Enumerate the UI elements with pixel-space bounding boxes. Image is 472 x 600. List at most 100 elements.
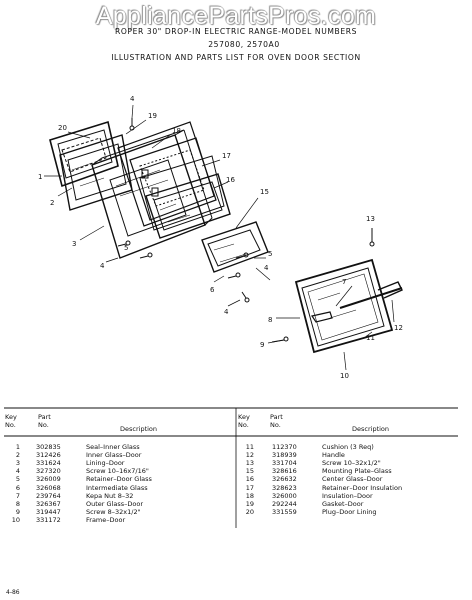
callout: 15 bbox=[260, 188, 269, 196]
part-plug-door-lining bbox=[49, 120, 119, 188]
callout: 1 bbox=[38, 173, 42, 181]
description-cell: Inner Glass–Door bbox=[86, 451, 142, 460]
part-cell: 331172 bbox=[36, 515, 61, 524]
key-cell: 13 bbox=[245, 459, 254, 468]
part-door-insulation bbox=[129, 137, 215, 221]
part-retainer-insulation bbox=[139, 155, 225, 231]
key-cell: 20 bbox=[245, 507, 254, 516]
part-cell: 319447 bbox=[36, 507, 61, 516]
callout: 4 bbox=[264, 264, 269, 272]
key-cell: 18 bbox=[245, 491, 254, 500]
callout: 5 bbox=[124, 244, 128, 252]
description-cell: Kepa Nut 8–32 bbox=[86, 491, 134, 500]
key-cell: 15 bbox=[245, 467, 254, 476]
part-cell: 331704 bbox=[272, 459, 297, 468]
part-mounting-plate bbox=[201, 221, 269, 273]
description-cell: Outer Glass–Door bbox=[86, 499, 144, 508]
key-cell: 16 bbox=[245, 475, 254, 484]
callout: 4 bbox=[100, 262, 105, 270]
key-cell: 12 bbox=[245, 451, 254, 460]
part-cell: 318939 bbox=[272, 451, 297, 460]
callout: 13 bbox=[366, 215, 375, 223]
description-cell: Plug–Door Lining bbox=[322, 507, 377, 516]
part-cell: 328623 bbox=[272, 483, 297, 492]
callout: 3 bbox=[72, 240, 76, 248]
description-cell: Lining–Door bbox=[86, 459, 125, 468]
part-cell: 326632 bbox=[272, 475, 297, 484]
callout: 19 bbox=[148, 112, 157, 120]
part-cell: 292244 bbox=[272, 499, 297, 508]
description-cell: Handle bbox=[322, 451, 345, 460]
callout: 20 bbox=[58, 124, 67, 132]
part-door-frame bbox=[294, 258, 403, 354]
part-cell: 326009 bbox=[36, 475, 61, 484]
key-cell: 1 bbox=[15, 443, 20, 451]
part-cell: 302835 bbox=[36, 443, 61, 451]
callout: 18 bbox=[172, 127, 181, 135]
handle-bar bbox=[339, 287, 403, 309]
description-cell: Cushion (3 Req) bbox=[322, 443, 374, 451]
key-cell: 3 bbox=[15, 459, 20, 468]
callout: 7 bbox=[342, 278, 346, 286]
callout: 2 bbox=[50, 199, 54, 207]
part-cell: 326068 bbox=[36, 483, 61, 492]
key-cell: 6 bbox=[15, 483, 20, 492]
watermark: AppliancePartsPros.com bbox=[95, 2, 377, 30]
key-cell: 2 bbox=[15, 451, 20, 460]
part-cell: 327320 bbox=[36, 467, 61, 476]
part-cell: 331559 bbox=[272, 507, 297, 516]
callout: 11 bbox=[366, 334, 375, 342]
part-cell: 326367 bbox=[36, 499, 61, 508]
callout: 6 bbox=[210, 286, 215, 294]
description-cell: Mounting Plate–Glass bbox=[322, 467, 392, 476]
callout: 9 bbox=[260, 341, 264, 349]
part-cell: 239764 bbox=[36, 491, 61, 500]
callout: 17 bbox=[222, 152, 231, 160]
key-cell: 8 bbox=[15, 499, 20, 508]
page-number: 4-86 bbox=[6, 589, 20, 596]
callout: 12 bbox=[394, 324, 403, 332]
part-cell: 326000 bbox=[272, 491, 297, 500]
key-cell: 17 bbox=[245, 483, 254, 492]
key-cell: 4 bbox=[15, 467, 20, 476]
part-handle bbox=[377, 281, 403, 299]
callout: 10 bbox=[340, 372, 349, 380]
col-header-desc-left: Description bbox=[120, 425, 158, 433]
part-cell: 312426 bbox=[36, 451, 61, 460]
description-cell: Insulation–Door bbox=[322, 491, 373, 500]
description-cell: Frame–Door bbox=[86, 515, 126, 524]
header-title: ROPER 30" DROP-IN ELECTRIC RANGE-MODEL N… bbox=[114, 27, 358, 36]
description-cell: Retainer–Door Glass bbox=[86, 475, 152, 484]
callout: 4 bbox=[224, 308, 229, 316]
key-cell: 10 bbox=[11, 515, 20, 524]
part-center-glass bbox=[145, 173, 231, 239]
part-gasket bbox=[117, 121, 217, 227]
part-door-lining bbox=[91, 129, 213, 259]
callout: 5 bbox=[268, 250, 272, 258]
callout: 8 bbox=[268, 316, 272, 324]
key-cell: 5 bbox=[15, 475, 20, 484]
col-header-desc-right: Description bbox=[352, 425, 390, 433]
callout: 4 bbox=[130, 95, 135, 103]
key-cell: 11 bbox=[245, 443, 254, 451]
description-cell: Screw 8–32x1/2" bbox=[86, 507, 141, 516]
key-cell: 19 bbox=[245, 499, 254, 508]
key-cell: 9 bbox=[15, 507, 20, 516]
section-title: ILLUSTRATION AND PARTS LIST FOR OVEN DOO… bbox=[111, 53, 361, 62]
description-cell: Center Glass–Door bbox=[322, 475, 383, 484]
description-cell: Gasket–Door bbox=[322, 499, 364, 508]
part-cell: 331624 bbox=[36, 459, 61, 468]
description-cell: Screw 10–16x7/16" bbox=[86, 467, 149, 476]
description-cell: Screw 10–32x1/2" bbox=[322, 459, 381, 468]
description-cell: Seal–Inner Glass bbox=[86, 443, 140, 451]
description-cell: Intermediate Glass bbox=[86, 483, 148, 492]
callout: 16 bbox=[226, 176, 235, 184]
key-cell: 7 bbox=[15, 491, 20, 500]
part-cell: 328616 bbox=[272, 467, 297, 476]
part-cell: 112370 bbox=[272, 443, 297, 451]
